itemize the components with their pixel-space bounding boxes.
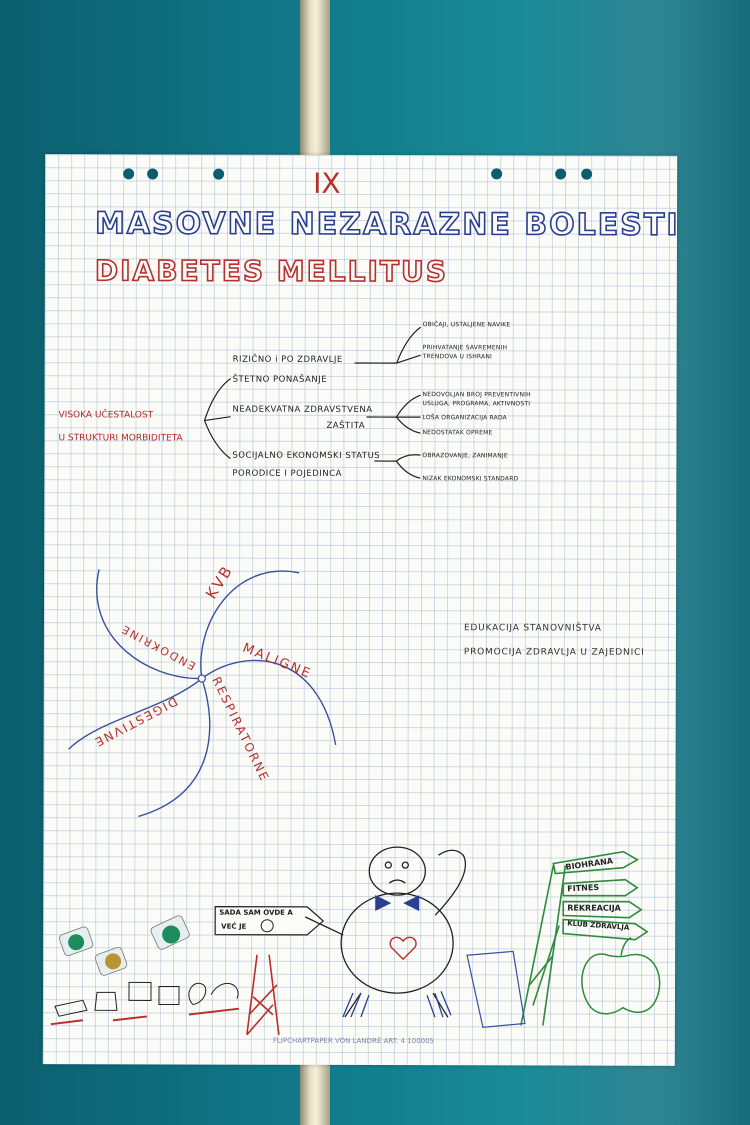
green-arrow [562, 918, 649, 941]
pinwheel-arm-kvb [200, 570, 300, 679]
drawings-layer [50, 326, 661, 1036]
mindmap-line [396, 354, 421, 364]
figure-eye [384, 861, 392, 869]
figure-arm-right [434, 849, 467, 916]
green-arrow [562, 900, 643, 919]
sign-text-line-1: SADA SAM OVDE A [219, 908, 293, 917]
figure-head [368, 846, 426, 896]
tv-icon [128, 981, 152, 1001]
green-pill [68, 934, 85, 951]
figure-arm-left [304, 916, 344, 936]
signpost-label: REKREACIJA [567, 903, 621, 913]
pinwheel-arm-digestivne [68, 678, 203, 750]
snack-doodle [188, 982, 207, 1006]
sign-board [214, 906, 325, 936]
green-post [520, 865, 567, 1026]
clock-icon [260, 919, 274, 933]
yellow-pill [105, 953, 122, 970]
signpost-leg [246, 984, 278, 1036]
mindmap-line [204, 416, 231, 422]
figure-legs [344, 992, 449, 1018]
figure-eye [401, 861, 409, 869]
shopping-bag-icon [466, 950, 526, 1028]
cake-doodle [94, 991, 118, 1011]
signpost-label: FITNES [567, 882, 600, 894]
mindmap-line [203, 420, 231, 460]
apple-icon [581, 953, 661, 1015]
pinwheel-arm-maligne [201, 659, 337, 746]
pinwheel-arm-endokrine [96, 569, 202, 680]
pinwheel-arm-respiratorne [138, 678, 211, 818]
red-arrow [112, 1015, 148, 1022]
apple-stem [620, 937, 632, 956]
red-arrow [50, 1019, 84, 1026]
paper-footer: FLIPCHARTPAPER VON LANDRÉ ART. 4 100005 [272, 1036, 435, 1046]
heart-icon [389, 936, 417, 961]
mindmap-line [395, 460, 421, 479]
red-arrow [188, 1007, 240, 1016]
green-arrow [562, 878, 639, 897]
green-post-bracing [528, 925, 560, 1006]
mindmap-line [396, 326, 422, 364]
trouser-stripes [342, 990, 452, 1018]
hamburger-doodle [54, 999, 88, 1017]
mindmap-line [396, 454, 421, 462]
figure-mouth [388, 879, 406, 884]
mindmap-line [395, 394, 421, 418]
box-doodle [158, 985, 180, 1006]
pinwheel-center [197, 674, 206, 683]
green-arrow [552, 850, 639, 875]
green-pill [162, 925, 181, 944]
flipchart-paper: IX MASOVNE NEZARAZNE BOLESTI DIABETES ME… [42, 154, 680, 1066]
sign-text-line-2: VEĆ JE [221, 922, 247, 931]
mindmap-line [203, 378, 231, 421]
mindmap-line [396, 416, 421, 434]
signpost-leg [246, 954, 280, 1035]
bow-tie-icon [375, 895, 420, 912]
hand-doodle [210, 982, 239, 999]
figure-body [340, 892, 454, 994]
